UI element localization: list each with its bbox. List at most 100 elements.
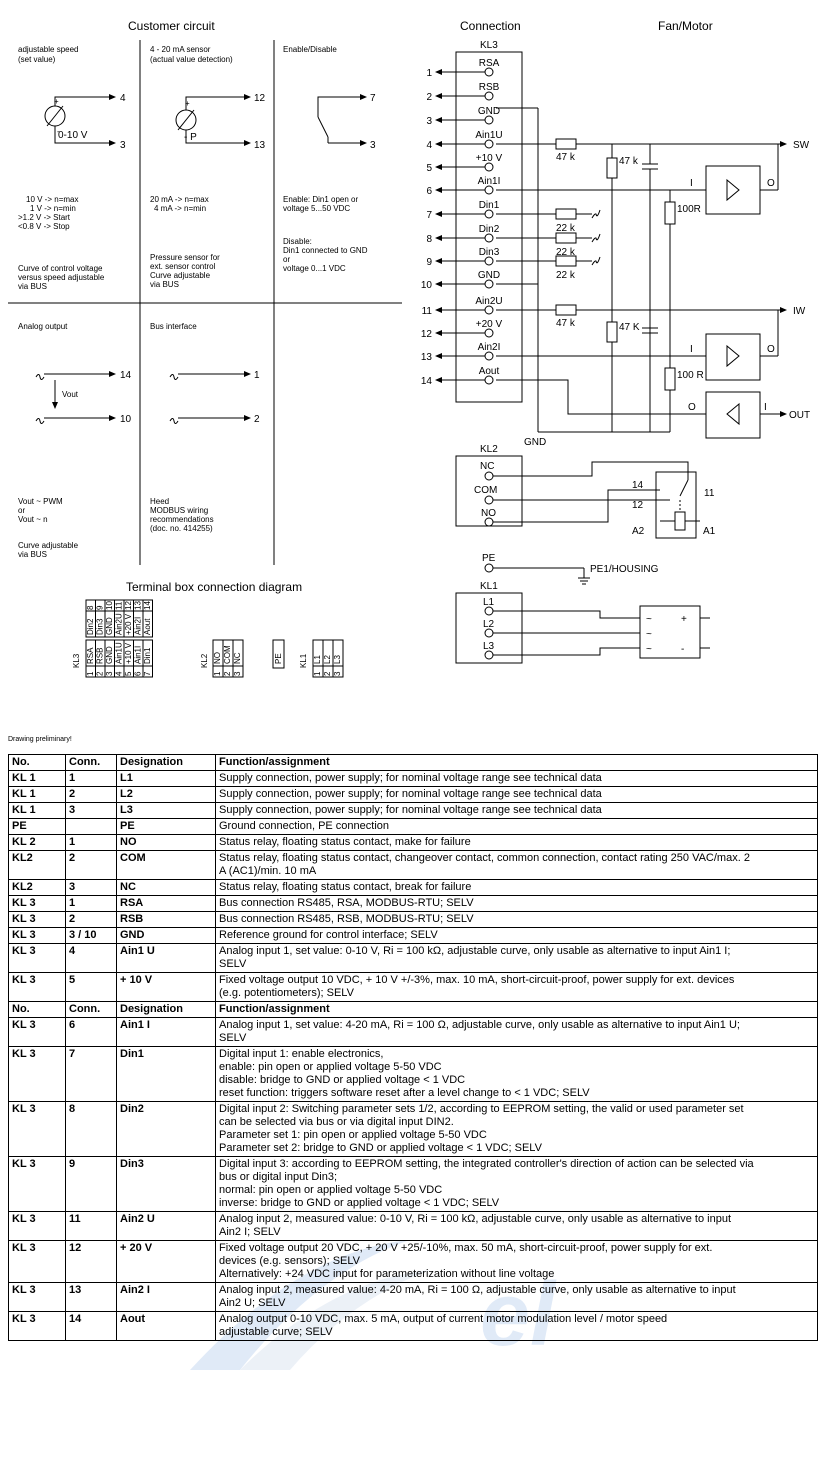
svg-text:L1: L1 xyxy=(483,597,495,608)
svg-text:Vout: Vout xyxy=(62,390,79,399)
svg-text:KL2: KL2 xyxy=(200,653,209,668)
svg-text:~: ~ xyxy=(646,644,652,655)
svg-text:0-10 V: 0-10 V xyxy=(58,130,88,141)
table-cell-des: GND xyxy=(116,927,216,944)
tb-label: COM xyxy=(223,645,232,664)
table-cell-no: KL 3 xyxy=(8,1240,66,1283)
svg-text:IW: IW xyxy=(793,306,806,317)
table-header-cell: Designation xyxy=(116,1001,216,1018)
table-cell-conn: 3 xyxy=(65,879,117,896)
tb-kl3-num: 9 xyxy=(96,605,105,610)
kl3-pin-label: Din3 xyxy=(479,247,500,258)
function-line: Reference ground for control interface; … xyxy=(219,929,438,941)
table-cell-conn: 11 xyxy=(65,1211,117,1241)
svg-text:Pressure sensor for: Pressure sensor for xyxy=(150,253,220,262)
table-cell-no: KL 3 xyxy=(8,1046,66,1102)
table-cell-function: Analog input 2, measured value: 4-20 mA,… xyxy=(215,1282,818,1312)
tb-num: 3 xyxy=(233,671,242,676)
svg-text:voltage 5...50 VDC: voltage 5...50 VDC xyxy=(283,204,350,213)
tb-kl3-num: 6 xyxy=(134,671,143,676)
svg-text:-: - xyxy=(681,644,684,655)
table-cell-function: Supply connection, power supply; for nom… xyxy=(215,786,818,803)
svg-text:Vout ~ PWM: Vout ~ PWM xyxy=(18,497,63,506)
svg-text:1: 1 xyxy=(254,370,260,381)
function-line: Alternatively: +24 VDC input for paramet… xyxy=(219,1268,555,1280)
table-cell-des: COM xyxy=(116,850,216,880)
svg-text:3: 3 xyxy=(370,140,376,151)
kl3-pin-number: 1 xyxy=(426,68,432,79)
tb-kl3-label: +20 V xyxy=(124,613,133,635)
table-cell-no: KL 3 xyxy=(8,943,66,973)
table-cell-conn xyxy=(65,818,117,835)
svg-text:A2: A2 xyxy=(632,526,645,537)
tb-kl3-num: 14 xyxy=(143,601,152,610)
kl3-pin-label: Ain2I xyxy=(478,342,501,353)
table-cell-function: Bus connection RS485, RSA, MODBUS-RTU; S… xyxy=(215,895,818,912)
kl3-pin-terminal xyxy=(484,162,494,172)
tb-kl3-num: 13 xyxy=(134,601,143,610)
svg-text:O: O xyxy=(688,402,696,413)
svg-text:KL1: KL1 xyxy=(299,653,308,668)
table-cell-no: KL 3 xyxy=(8,1211,66,1241)
svg-text:via BUS: via BUS xyxy=(18,550,47,559)
table-cell-no: KL 1 xyxy=(8,802,66,819)
cell-analog-output: Analog output Vout 14 10 Vout ~ PWM or V… xyxy=(18,322,132,559)
kl3-pin-label: GND xyxy=(478,106,500,117)
table-cell-conn: 3 / 10 xyxy=(65,927,117,944)
table-cell-no: KL 1 xyxy=(8,770,66,787)
table-cell-conn: 2 xyxy=(65,911,117,928)
kl3-pin-label: Ain1U xyxy=(475,130,502,141)
tb-kl3-label: Ain2I xyxy=(134,617,143,635)
table-cell-function: Reference ground for control interface; … xyxy=(215,927,818,944)
tb-kl3-label: GND xyxy=(105,617,114,635)
svg-text:ext. sensor control: ext. sensor control xyxy=(150,262,216,271)
function-line: A (AC1)/min. 10 mA xyxy=(219,865,317,877)
table-cell-no: KL 3 xyxy=(8,1101,66,1157)
table-cell-conn: 2 xyxy=(65,850,117,880)
function-line: devices (e.g. sensors); SELV xyxy=(219,1255,361,1267)
tb-num: 3 xyxy=(333,671,342,676)
tb-kl3-label: Din3 xyxy=(96,618,105,635)
svg-text:22 k: 22 k xyxy=(556,270,576,281)
kl3-pin-terminal xyxy=(484,115,494,125)
svg-text:+: + xyxy=(185,99,190,108)
svg-text:Din1 connected to GND: Din1 connected to GND xyxy=(283,246,368,255)
table-cell-function: Analog input 1, set value: 4-20 mA, Ri =… xyxy=(215,1017,818,1047)
function-line: Status relay, floating status contact, m… xyxy=(219,836,471,848)
svg-text:OUT: OUT xyxy=(789,410,810,421)
svg-text:KL1: KL1 xyxy=(480,581,498,592)
tb-kl3-label: Din1 xyxy=(143,647,152,664)
svg-text:PE: PE xyxy=(482,553,496,564)
function-line: Bus connection RS485, RSA, MODBUS-RTU; S… xyxy=(219,897,474,909)
tb-kl3-label: Din2 xyxy=(86,618,95,635)
table-cell-conn: 1 xyxy=(65,770,117,787)
svg-text:14: 14 xyxy=(120,370,132,381)
table-cell-function: Analog input 2, measured value: 0-10 V, … xyxy=(215,1211,818,1241)
table-cell-function: Ground connection, PE connection xyxy=(215,818,818,835)
kl3-pin-terminal xyxy=(484,305,494,315)
svg-text:47 k: 47 k xyxy=(556,152,576,163)
tb-kl3-label: Ain1U xyxy=(115,642,124,664)
function-line: Digital input 1: enable electronics, xyxy=(219,1048,384,1060)
tb-kl3-num: 3 xyxy=(105,671,114,676)
svg-text:or: or xyxy=(18,506,25,515)
svg-text:- P: - P xyxy=(184,132,197,143)
connection-heading: Connection xyxy=(460,19,521,33)
kl3-pin-number: 6 xyxy=(426,186,432,197)
svg-text:A1: A1 xyxy=(703,526,716,537)
function-line: Status relay, floating status contact, c… xyxy=(219,852,750,864)
kl3-pin-terminal xyxy=(484,233,494,243)
kl3-pin-label: +10 V xyxy=(476,153,503,164)
svg-text:~: ~ xyxy=(646,629,652,640)
svg-text:(doc. no. 414255): (doc. no. 414255) xyxy=(150,524,213,533)
table-cell-des: Ain2 U xyxy=(116,1211,216,1241)
svg-text:Disable:: Disable: xyxy=(283,237,312,246)
connection-pe: PE PE1/HOUSING xyxy=(482,553,659,585)
table-cell-function: Digital input 3: according to EEPROM set… xyxy=(215,1156,818,1212)
